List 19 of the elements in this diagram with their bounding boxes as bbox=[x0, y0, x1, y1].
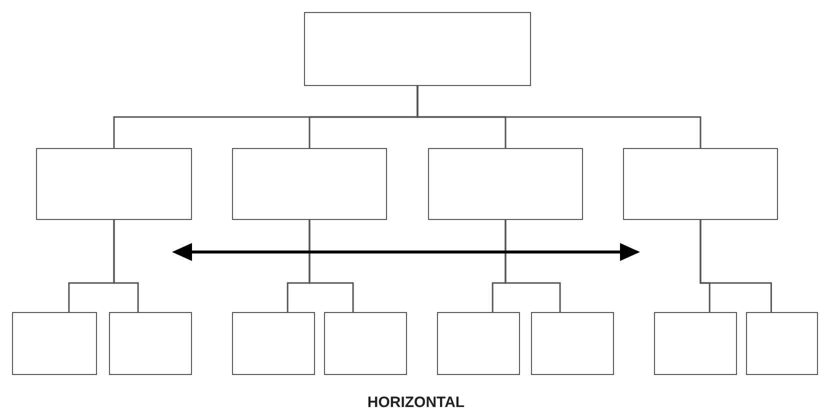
empty-box bbox=[232, 148, 387, 220]
empty-box bbox=[437, 312, 520, 375]
empty-box bbox=[36, 148, 192, 220]
empty-box bbox=[304, 12, 531, 86]
connector-line bbox=[504, 220, 561, 312]
empty-box bbox=[654, 312, 737, 375]
empty-box bbox=[428, 148, 583, 220]
connector-line bbox=[308, 220, 354, 312]
empty-box bbox=[324, 312, 407, 375]
connector-line bbox=[113, 220, 139, 312]
empty-box bbox=[623, 148, 778, 220]
connector-line bbox=[700, 220, 772, 312]
empty-box bbox=[12, 312, 97, 375]
empty-box bbox=[746, 312, 818, 375]
empty-box bbox=[531, 312, 614, 375]
empty-box bbox=[109, 312, 192, 375]
connector-line bbox=[416, 86, 702, 148]
caption-text: HORIZONTAL bbox=[366, 394, 466, 411]
empty-box bbox=[232, 312, 315, 375]
